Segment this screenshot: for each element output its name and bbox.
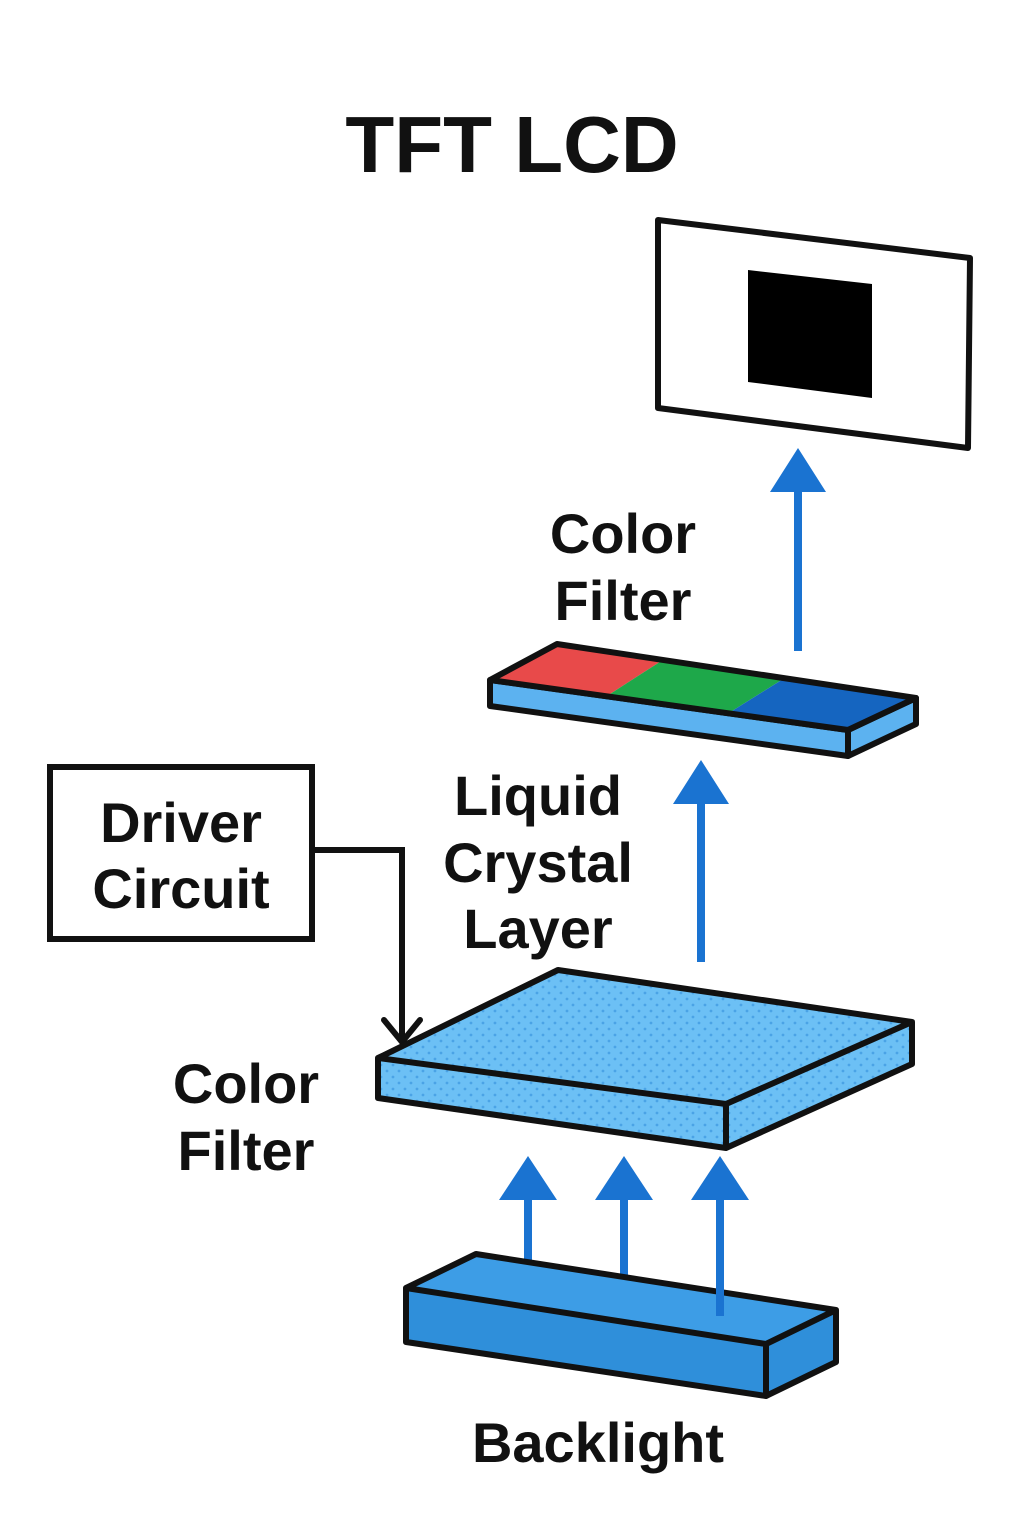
backlight-outline <box>403 1251 839 1399</box>
liquid-crystal-texture <box>378 970 912 1148</box>
backlight-arrow-1 <box>499 1156 557 1288</box>
arrow-head <box>595 1156 653 1200</box>
arrow-head <box>770 448 826 492</box>
backlight-arrow-2 <box>595 1156 653 1300</box>
backlight-block <box>403 1251 839 1399</box>
liquid-crystal-label-line1: Liquid <box>454 764 622 827</box>
color-filter-top-plate <box>487 641 919 759</box>
driver-connector-arrow <box>312 847 423 1045</box>
liquid-crystal-plate <box>375 967 915 1151</box>
connector-arrowhead <box>381 1017 423 1045</box>
screen-dark-square <box>748 270 872 398</box>
color-filter-bottom-label-line2: Filter <box>178 1119 315 1182</box>
arrow-to-color-filter <box>673 760 729 962</box>
arrow-shaft <box>620 1196 628 1300</box>
driver-circuit-label-line2: Circuit <box>92 857 269 920</box>
arrow-shaft <box>794 488 802 651</box>
backlight-label: Backlight <box>472 1411 724 1474</box>
arrow-head <box>499 1156 557 1200</box>
backlight-side-face <box>766 1310 836 1396</box>
arrow-to-screen <box>770 448 826 651</box>
arrow-shaft <box>524 1196 532 1288</box>
color-filter-top-label-line2: Filter <box>555 569 692 632</box>
liquid-crystal-outline <box>375 967 915 1151</box>
color-filter-top-label-line1: Color <box>550 502 696 565</box>
diagram-title: TFT LCD <box>345 100 678 189</box>
driver-circuit-frame <box>47 764 315 942</box>
backlight-top-face <box>406 1254 836 1344</box>
display-screen <box>655 217 973 451</box>
backlight-front-face <box>406 1288 766 1396</box>
color-filter-bottom-label-line1: Color <box>173 1052 319 1115</box>
driver-circuit-label-line1: Driver <box>100 791 262 854</box>
arrow-head <box>691 1156 749 1200</box>
arrow-shaft <box>697 800 705 962</box>
connector-line <box>312 847 405 1040</box>
color-filter-top-outline <box>487 641 919 733</box>
arrow-shaft <box>716 1196 724 1316</box>
arrow-head <box>673 760 729 804</box>
liquid-crystal-label-line3: Layer <box>463 897 612 960</box>
driver-circuit-box: Driver Circuit <box>47 764 315 942</box>
backlight-arrow-3 <box>691 1156 749 1316</box>
liquid-crystal-label-line2: Crystal <box>443 831 633 894</box>
